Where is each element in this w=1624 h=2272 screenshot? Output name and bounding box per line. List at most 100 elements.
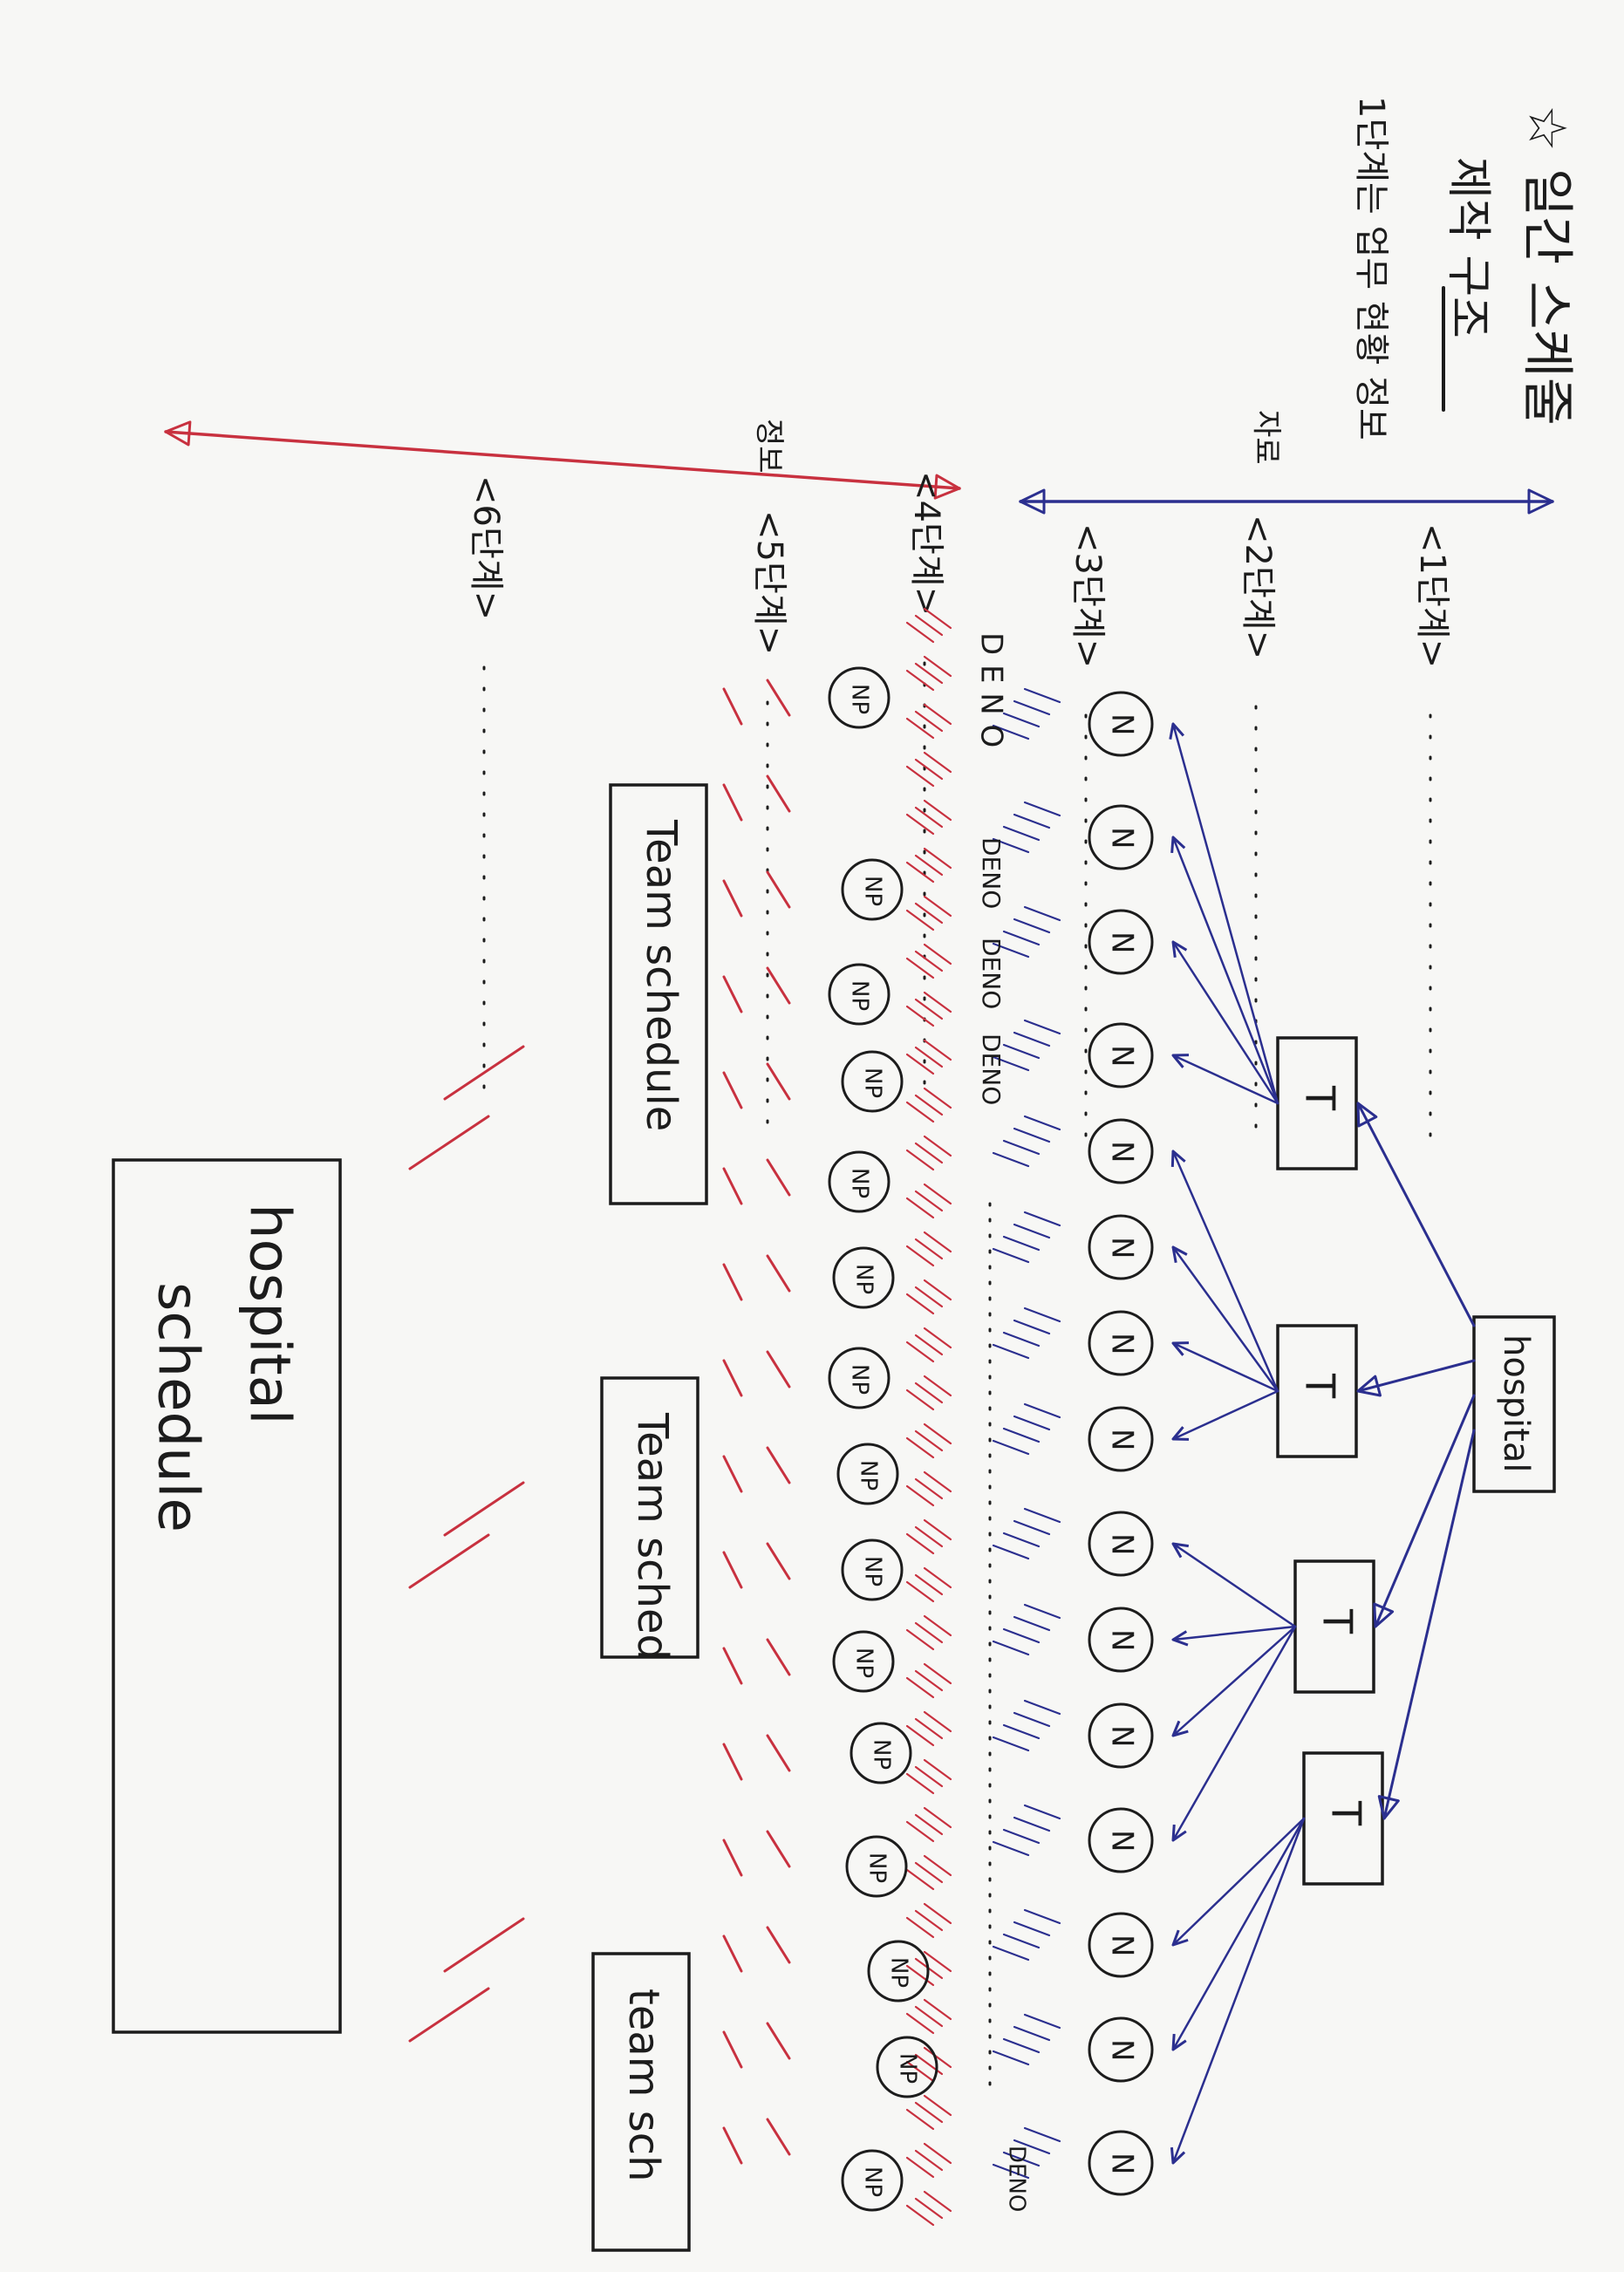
shift-red-hatch-995-2 bbox=[905, 861, 935, 884]
np-node-label-3: NP bbox=[847, 980, 873, 1011]
shift-red-hatch-1490-1 bbox=[914, 1286, 944, 1308]
nurse-node-label-6: N bbox=[1105, 1237, 1140, 1259]
team-box-label-3: T bbox=[1314, 1608, 1361, 1634]
np-node-label-4: NP bbox=[860, 1068, 886, 1098]
nurse-node-3 bbox=[1088, 909, 1154, 975]
team-to-nurse-arrow-4 bbox=[1171, 1054, 1279, 1105]
shift-red-hatch-995-1 bbox=[914, 854, 944, 877]
hospital-to-team-arrowhead-1 bbox=[1356, 1102, 1378, 1128]
shift-red-hatch-1490-0 bbox=[923, 1279, 952, 1301]
shift-red-hatch-1875-1 bbox=[914, 1621, 944, 1644]
shift-red-hatch-1930-1 bbox=[914, 1669, 944, 1692]
np-to-level5-stroke-2140 bbox=[766, 1830, 791, 1868]
shift-red-hatch-2480-0 bbox=[923, 2142, 952, 2165]
np-node-label-10: NP bbox=[851, 1648, 877, 1678]
np-node-5 bbox=[828, 1150, 890, 1213]
shift-red-hatch-2260-0 bbox=[923, 1950, 952, 1973]
shift-red-hatch-2040-2 bbox=[905, 1772, 935, 1795]
np-to-level5-stroke-b-1370 bbox=[722, 1167, 743, 1205]
np-to-level5-stroke-b-2360 bbox=[722, 2030, 743, 2069]
nurse-node-label-13: N bbox=[1105, 1934, 1140, 1956]
shift-red-hatch-775-2 bbox=[905, 669, 935, 692]
team-box-label-4: T bbox=[1323, 1800, 1370, 1826]
shift-red-hatch-2480-2 bbox=[905, 2156, 935, 2179]
nurse-hatch-8-2 bbox=[1002, 1427, 1041, 1443]
nurse-hatch-5-3 bbox=[992, 1151, 1030, 1168]
shift-red-hatch-1435-1 bbox=[914, 1238, 944, 1260]
nurse-node-label-8: N bbox=[1105, 1429, 1140, 1450]
shift-group-2: DENO bbox=[977, 938, 1006, 1009]
shift-red-hatch-885-1 bbox=[914, 758, 944, 781]
np-to-level5-stroke-b-1260 bbox=[722, 1071, 743, 1109]
nurse-node-11 bbox=[1088, 1702, 1154, 1769]
np-to-level5-stroke-b-1920 bbox=[722, 1647, 743, 1685]
np-node-label-6: NP bbox=[851, 1264, 877, 1294]
nurse-hatch-9-3 bbox=[992, 1544, 1030, 1560]
red-axis-label: 정보 bbox=[752, 419, 787, 474]
shift-red-hatch-2205-2 bbox=[905, 1916, 935, 1939]
shift-red-hatch-1215-0 bbox=[923, 1039, 952, 1061]
level-label-6: <6단계> bbox=[466, 475, 506, 620]
hospital-to-team-arrow-3 bbox=[1374, 1394, 1476, 1628]
nurse-hatch-2-1 bbox=[1013, 813, 1051, 829]
shift-group-end: DENO bbox=[1004, 2146, 1030, 2212]
np-to-level5-stroke-b-820 bbox=[722, 687, 743, 726]
np-node-label-1: NP bbox=[847, 684, 873, 714]
nurse-hatch-12-1 bbox=[1013, 1816, 1051, 1832]
nurse-node-4 bbox=[1088, 1022, 1154, 1088]
shift-red-hatch-1160-2 bbox=[905, 1005, 935, 1027]
shift-red-hatch-1655-1 bbox=[914, 1429, 944, 1452]
shift-red-hatch-1270-0 bbox=[923, 1087, 952, 1109]
nurse-hatch-3-3 bbox=[992, 942, 1030, 959]
nurse-hatch-3-2 bbox=[1002, 930, 1041, 946]
hospital-schedule-box bbox=[112, 1158, 342, 2034]
shift-red-hatch-1380-0 bbox=[923, 1183, 952, 1205]
team-schedule-label-2: Team sched bbox=[628, 1412, 677, 1661]
np-node-2 bbox=[841, 858, 904, 921]
np-node-12 bbox=[845, 1835, 908, 1898]
nurse-hatch-5-2 bbox=[1002, 1139, 1041, 1156]
np-to-level5-stroke-1810 bbox=[766, 1542, 791, 1580]
hospital-to-team-arrowhead-2 bbox=[1356, 1375, 1382, 1397]
np-to-level5-stroke-b-2470 bbox=[722, 2126, 743, 2165]
nurse-node-15 bbox=[1088, 2130, 1154, 2196]
nurse-node-10 bbox=[1088, 1607, 1154, 1673]
team-to-nurse-arrowhead-2 bbox=[1170, 836, 1186, 854]
np-to-level5-stroke-b-1480 bbox=[722, 1263, 743, 1301]
nurse-hatch-8-3 bbox=[992, 1439, 1030, 1456]
shift-red-hatch-2535-0 bbox=[923, 2190, 952, 2213]
shift-red-hatch-1875-0 bbox=[923, 1614, 952, 1637]
shift-red-hatch-1215-2 bbox=[905, 1053, 935, 1075]
shift-group-3: DENO bbox=[977, 1034, 1006, 1105]
np-node-7 bbox=[828, 1347, 890, 1409]
hospital-to-team-arrowhead-4 bbox=[1377, 1795, 1400, 1820]
np-to-level5-stroke-1480 bbox=[766, 1254, 791, 1293]
nurse-hatch-6-0 bbox=[1023, 1211, 1061, 1227]
nurse-hatch-4-1 bbox=[1013, 1031, 1051, 1047]
shift-red-hatch-1600-0 bbox=[923, 1375, 952, 1397]
nurse-node-9 bbox=[1088, 1511, 1154, 1577]
team-to-nurse-arrow-14 bbox=[1171, 1817, 1306, 2051]
nurse-hatch-15-2 bbox=[1002, 2151, 1041, 2167]
nurse-node-label-9: N bbox=[1105, 1533, 1140, 1555]
team-to-nurse-arrowhead-9 bbox=[1171, 1542, 1190, 1559]
nurse-hatch-2-3 bbox=[992, 837, 1030, 854]
np-to-level5-stroke-1920 bbox=[766, 1638, 791, 1676]
nurse-node-label-4: N bbox=[1105, 1045, 1140, 1067]
team-schedule-box-1 bbox=[609, 783, 708, 1205]
nurse-hatch-1-1 bbox=[1013, 699, 1051, 716]
nurse-hatch-14-0 bbox=[1023, 2013, 1061, 2030]
nurse-hatch-1-3 bbox=[992, 724, 1030, 740]
shift-red-hatch-1875-2 bbox=[905, 1628, 935, 1651]
nurse-node-2 bbox=[1088, 804, 1154, 870]
shift-red-hatch-940-2 bbox=[905, 813, 935, 836]
shift-red-hatch-2150-1 bbox=[914, 1861, 944, 1884]
nurse-node-1 bbox=[1088, 691, 1154, 757]
shift-red-hatch-2370-2 bbox=[905, 2060, 935, 2083]
nurse-node-13 bbox=[1088, 1912, 1154, 1978]
team-to-nurse-arrow-7 bbox=[1171, 1341, 1279, 1393]
shift-red-hatch-2150-2 bbox=[905, 1868, 935, 1891]
team-box-label-2: T bbox=[1297, 1373, 1344, 1399]
shift-red-hatch-1325-0 bbox=[923, 1135, 952, 1157]
